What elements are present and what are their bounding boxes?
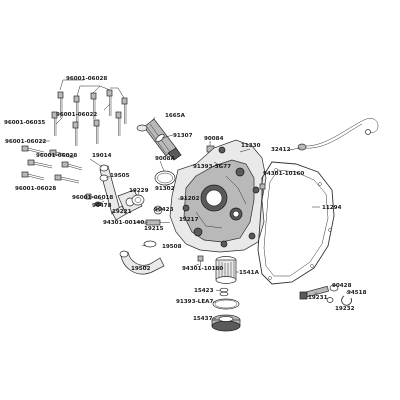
label-90428: 90428 xyxy=(332,283,352,289)
label-91307: 91307 xyxy=(173,133,193,139)
crankcase-cover-11330 xyxy=(169,139,267,253)
sensor-cable-32412 xyxy=(297,118,379,151)
bolt xyxy=(54,174,80,184)
o-ring-9008A-inner xyxy=(157,172,173,184)
oil-filter-1541A xyxy=(215,256,237,284)
filter-cap-15437 xyxy=(211,314,241,332)
label-91302: 91302 xyxy=(155,186,175,192)
bolt xyxy=(21,171,45,181)
label-19217: 19217 xyxy=(179,217,199,223)
label-11330: 11330 xyxy=(241,143,261,149)
bolt xyxy=(115,111,122,136)
label-96001-06028-mid: 96001-06028 xyxy=(36,153,77,159)
bolt xyxy=(21,145,45,155)
clip-94518 xyxy=(341,295,352,306)
part-number-labels: 96001-06028 96001-06022 96001-06035 1665… xyxy=(4,76,367,322)
bolt xyxy=(27,159,53,169)
bolt-94301-10160-upper xyxy=(259,183,266,196)
leader-line xyxy=(76,85,111,97)
bolt xyxy=(57,91,64,118)
leader-line xyxy=(59,79,84,91)
label-90478: 90478 xyxy=(92,203,112,209)
bolt-94301-10160-lower xyxy=(197,255,204,266)
label-1541A: 1541A xyxy=(239,270,260,276)
label-9008A: 9008A xyxy=(155,156,176,162)
bolt xyxy=(121,97,128,124)
label-91202: 91202 xyxy=(180,196,200,202)
label-90084: 90084 xyxy=(204,136,224,142)
label-19232: 19232 xyxy=(335,306,355,312)
leader-lines xyxy=(40,103,349,320)
oil-dipstick-1665A xyxy=(136,118,182,161)
small-part-19505 xyxy=(99,174,109,182)
label-94518: 94518 xyxy=(347,290,367,296)
label-19231: 19231 xyxy=(308,295,328,301)
label-11294: 11294 xyxy=(322,205,342,211)
label-96001-06028-bot: 96001-06028 xyxy=(15,186,56,192)
leader-line xyxy=(92,85,101,94)
label-96001-06022-b: 96001-06022 xyxy=(5,139,46,145)
label-19014: 19014 xyxy=(92,153,112,159)
washer-90478 xyxy=(94,201,102,207)
label-91393-3G77: 91393-3G77 xyxy=(193,164,231,170)
leader-line xyxy=(110,87,125,99)
label-19505: 19505 xyxy=(110,173,130,179)
o-ring-91307 xyxy=(155,133,165,143)
label-96001-06022-a: 96001-06022 xyxy=(56,112,97,118)
label-19502: 19502 xyxy=(131,266,151,272)
label-91393-LEA7: 91393-LEA7 xyxy=(176,299,213,305)
label-94301-10160-bot: 94301-10160 xyxy=(182,266,223,272)
spring-15423 xyxy=(219,287,229,297)
label-94301-00140: 94301-00140 xyxy=(103,220,144,226)
label-19221: 19221 xyxy=(112,209,132,215)
label-96001-06018: 96001-06018 xyxy=(72,195,113,201)
label-32412: 32412 xyxy=(271,147,291,153)
label-15423: 15423 xyxy=(194,288,214,294)
bolt xyxy=(73,95,80,122)
o-ring-91393-LEA7 xyxy=(212,298,240,310)
bolt-96001-06018 xyxy=(85,193,104,201)
label-19508: 19508 xyxy=(162,244,182,250)
label-94301-10160-top: 94301-10160 xyxy=(263,171,304,177)
drain-plug-19231 xyxy=(299,285,329,300)
label-15437: 15437 xyxy=(193,316,213,322)
washer-90428 xyxy=(329,284,339,292)
label-19215: 19215 xyxy=(144,226,164,232)
bolt xyxy=(90,92,97,119)
label-19229: 19229 xyxy=(129,188,149,194)
gasket-11294 xyxy=(257,161,335,285)
bolt xyxy=(49,149,75,159)
impeller-19229 xyxy=(131,194,145,206)
label-96001-06035: 96001-06035 xyxy=(4,120,45,126)
bolt-group-left xyxy=(21,145,83,184)
label-1665A: 1665A xyxy=(165,113,186,119)
label-90423: 90423 xyxy=(154,207,174,213)
hose-19502 xyxy=(119,250,165,275)
bolt-group-upper xyxy=(51,79,128,146)
bolt xyxy=(93,119,100,144)
small-part-19232 xyxy=(326,297,334,303)
bolt xyxy=(61,161,83,171)
bolt xyxy=(106,89,113,116)
label-96001-06028-top: 96001-06028 xyxy=(66,76,107,82)
clamp-19508 xyxy=(143,240,157,248)
shaft-19215 xyxy=(145,219,170,226)
bolt xyxy=(72,121,79,146)
bolt xyxy=(51,111,58,136)
